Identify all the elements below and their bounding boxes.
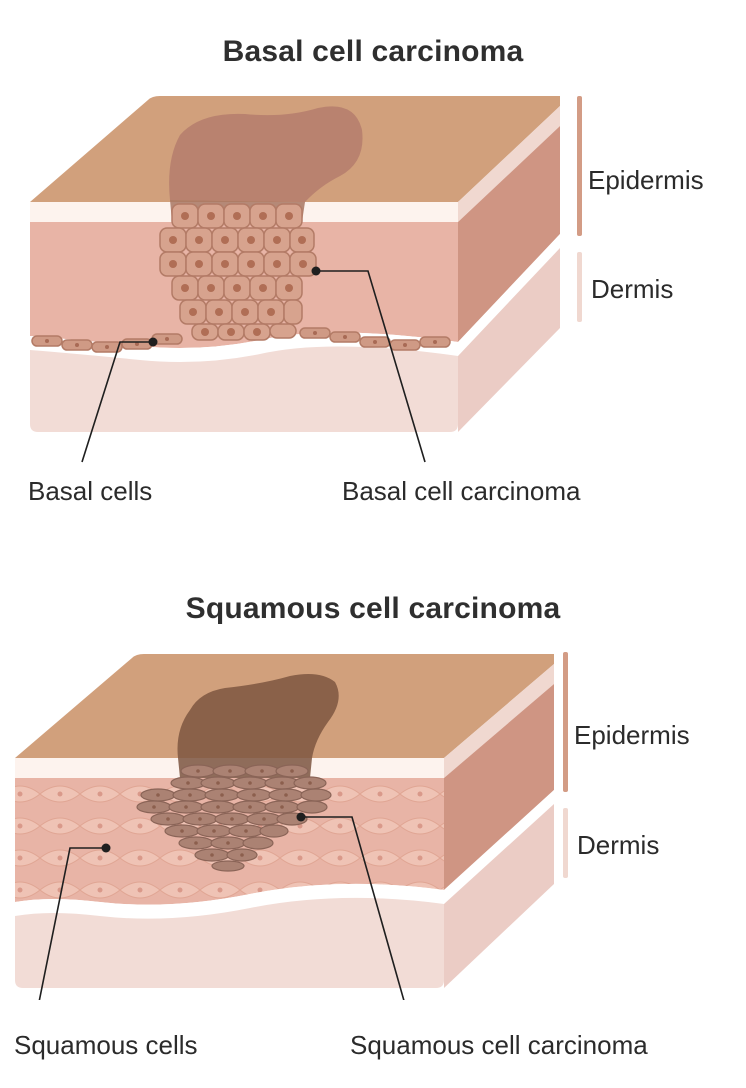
squamous-cells-label: Squamous cells <box>14 1030 198 1060</box>
dermis-label: Dermis <box>591 274 674 304</box>
dermis-front <box>15 897 444 988</box>
squamous-leader-lines <box>38 816 405 1000</box>
squamous-skin-block <box>15 654 554 1000</box>
dermis-scale-bar <box>577 252 582 322</box>
epidermis-scale-bar <box>577 96 582 236</box>
dermis-label-2: Dermis <box>577 830 660 860</box>
basal-lesion <box>169 106 363 202</box>
basal-leader-lines <box>81 270 426 463</box>
squamous-lesion <box>177 674 339 758</box>
dermis-front <box>30 346 458 432</box>
dermis-scale-bar-2 <box>563 808 568 878</box>
basal-skin-block <box>30 96 560 463</box>
epidermis-label-2: Epidermis <box>574 720 690 750</box>
epidermis-label: Epidermis <box>588 165 704 195</box>
basal-cell-carcinoma-label: Basal cell carcinoma <box>342 476 581 506</box>
squamous-cell-carcinoma-label: Squamous cell carcinoma <box>350 1030 648 1060</box>
basal-tumor-cells <box>159 203 317 341</box>
basal-cells-label: Basal cells <box>28 476 153 506</box>
epidermis-scale-bar-2 <box>563 652 568 792</box>
figure2-title: Squamous cell carcinoma <box>185 592 561 625</box>
figure1-title: Basal cell carcinoma <box>222 35 524 68</box>
